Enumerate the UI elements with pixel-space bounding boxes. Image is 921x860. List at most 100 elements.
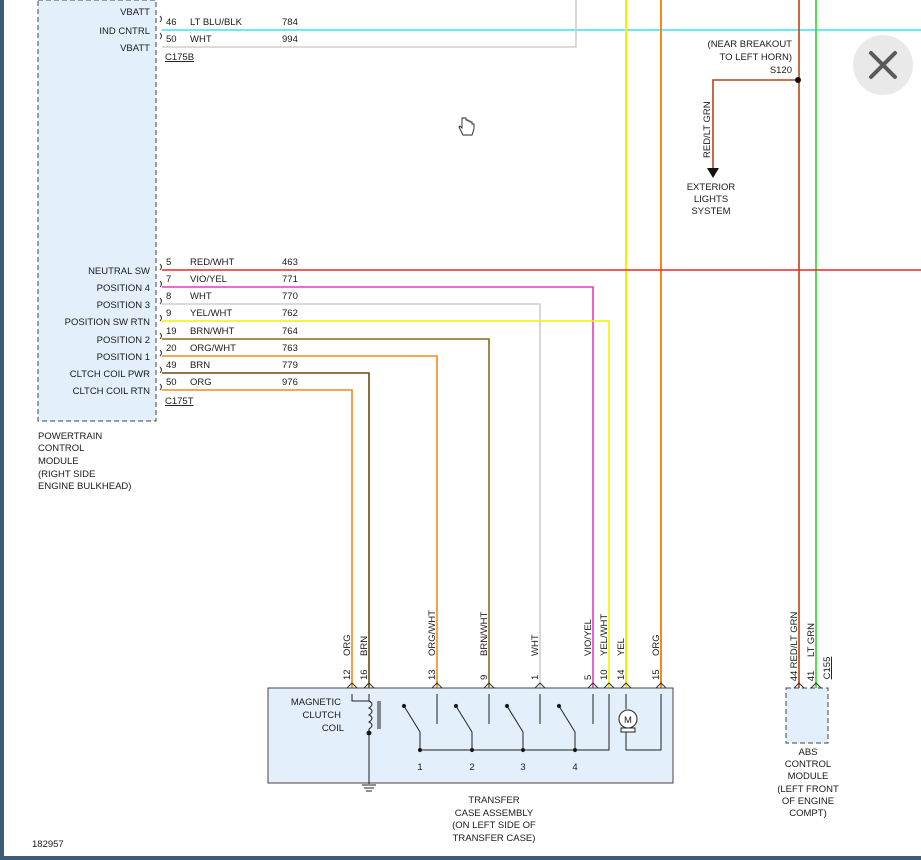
splice-note-line: TO LEFT HORN)	[720, 52, 793, 63]
wire-color-label: WHT	[190, 291, 212, 302]
pcm-pin-name: NEUTRAL SW	[88, 266, 150, 277]
tc-pin-number: 14	[616, 669, 627, 680]
svg-text:TRANSFER CASE): TRANSFER CASE)	[453, 833, 536, 844]
svg-text:MAGNETIC: MAGNETIC	[291, 697, 341, 708]
wire-color-label: LT BLU/BLK	[190, 17, 243, 28]
abs-module-box	[785, 687, 829, 744]
svg-text:1: 1	[417, 762, 422, 773]
tc-wire-label: BRN/WHT	[479, 611, 490, 656]
wire-wht-994	[162, 0, 577, 48]
splice-wire-label: RED/LT GRN	[702, 101, 713, 158]
pcm-pin-number: 50	[166, 34, 177, 45]
circuit-number: 763	[282, 343, 298, 354]
svg-text:CLUTCH: CLUTCH	[302, 710, 341, 721]
wire-color-label: WHT	[190, 34, 212, 45]
wire-color-label: ORG/WHT	[190, 343, 236, 354]
svg-text:ABS: ABS	[798, 747, 817, 758]
wire-color-label: BRN	[190, 360, 210, 371]
svg-text:(ON LEFT SIDE OF: (ON LEFT SIDE OF	[452, 820, 536, 831]
connector-c155: C155	[822, 657, 833, 680]
close-icon	[869, 51, 897, 79]
exterior-lights-label: LIGHTS	[694, 194, 728, 205]
pcm-pin-number: 50	[166, 377, 177, 388]
tc-pin-chevron	[431, 682, 443, 689]
wire-vio-yel	[162, 286, 594, 688]
svg-text:COMPT): COMPT)	[789, 808, 826, 819]
tc-pin-number: 10	[599, 669, 610, 680]
tc-pin-chevron	[587, 682, 599, 689]
motor-symbol: M	[624, 715, 632, 726]
svg-text:COIL: COIL	[322, 723, 344, 734]
pcm-caption-line: ENGINE BULKHEAD)	[38, 481, 131, 492]
tc-pin-chevron	[483, 682, 495, 689]
pcm-pin-name: IND CNTRL	[99, 26, 150, 37]
pcm-pin-name: POSITION 1	[97, 352, 150, 363]
abs-pin-number: 44	[789, 671, 800, 682]
pcm-pin-name: POSITION 4	[97, 283, 150, 294]
abs-wire-label: LT GRN	[806, 623, 817, 657]
pcm-pin-name: VBATT	[120, 7, 150, 18]
tc-pin-chevron	[655, 682, 667, 689]
wire-color-label: BRN/WHT	[190, 326, 235, 337]
tc-pin-chevron	[534, 682, 546, 689]
pcm-caption: POWERTRAIN CONTROL MODULE (RIGHT SIDE EN…	[38, 431, 131, 492]
tc-pin-chevron	[620, 682, 632, 689]
pcm-pin-number: 49	[166, 360, 177, 371]
wiring-diagram: VBATT IND CNTRL 46 LT BLU/BLK 784 VBATT …	[32, 0, 921, 850]
svg-text:(LEFT FRONT: (LEFT FRONT	[777, 784, 839, 795]
tc-pin-number: 15	[651, 669, 662, 680]
abs-connector: RED/LT GRN LT GRN 44 41 C155	[789, 612, 833, 689]
tc-pin-number: 5	[583, 675, 594, 680]
tc-pin-number: 16	[359, 669, 370, 680]
wire-org-wht	[162, 355, 438, 688]
pcm-wires	[162, 269, 921, 688]
circuit-number: 764	[282, 326, 298, 337]
circuit-number: 762	[282, 308, 298, 319]
tc-wire-label: ORG	[342, 634, 353, 656]
circuit-number: 994	[282, 34, 298, 45]
switch-numbers: 1 2 3 4	[417, 762, 577, 773]
pcm-pin-number: 9	[166, 308, 171, 319]
transfer-case-wire-labels: ORG12BRN16ORG/WHT13BRN/WHT9WHT1VIO/YEL5Y…	[342, 610, 667, 689]
wire-color-label: RED/WHT	[190, 257, 235, 268]
splice-annotations: (NEAR BREAKOUT TO LEFT HORN) S120 RED/LT…	[687, 39, 792, 217]
hand-cursor-icon	[458, 117, 475, 136]
svg-text:CASE ASSEMBLY: CASE ASSEMBLY	[455, 808, 534, 819]
tc-pin-number: 12	[342, 669, 353, 680]
pcm-caption-line: (RIGHT SIDE	[38, 469, 95, 480]
wire-brn	[162, 372, 370, 688]
svg-text:MODULE: MODULE	[788, 771, 829, 782]
splice-id: S120	[770, 65, 792, 76]
abs-caption: ABS CONTROL MODULE (LEFT FRONT OF ENGINE…	[777, 747, 839, 819]
pcm-pin-number: 5	[166, 257, 171, 268]
splice-note-line: (NEAR BREAKOUT	[708, 39, 793, 50]
tc-wire-label: BRN	[359, 636, 370, 656]
pcm-pin-number: 7	[166, 274, 171, 285]
pcm-pin-number: 20	[166, 343, 177, 354]
pcm-pin-name: POSITION 2	[97, 335, 150, 346]
circuit-number: 779	[282, 360, 298, 371]
tc-wire-label: ORG/WHT	[427, 610, 438, 656]
wire-exterior-lights	[712, 79, 797, 172]
tc-wire-label: ORG	[651, 634, 662, 656]
pcm-pin-name: POSITION SW RTN	[65, 317, 150, 328]
svg-text:TRANSFER: TRANSFER	[468, 795, 519, 806]
pcm-pin-name: VBATT	[120, 43, 150, 54]
connector-c175b: C175B	[165, 52, 194, 63]
circuit-number: 771	[282, 274, 298, 285]
wire-color-label: ORG	[190, 377, 212, 388]
tc-pin-chevron	[346, 682, 358, 689]
pcm-pin-number: 46	[166, 17, 177, 28]
wire-color-label: YEL/WHT	[190, 308, 232, 319]
tc-wire-label: WHT	[530, 634, 541, 656]
transfer-case-caption: TRANSFER CASE ASSEMBLY (ON LEFT SIDE OF …	[452, 795, 536, 844]
tc-pin-chevron	[603, 682, 615, 689]
pcm-pin-name: CLTCH COIL PWR	[70, 369, 150, 380]
pcm-module-box	[37, 0, 157, 422]
exterior-lights-label: EXTERIOR	[687, 182, 736, 193]
tc-pin-number: 9	[479, 675, 490, 680]
pcm-pin-number: 19	[166, 326, 177, 337]
exterior-lights-label: SYSTEM	[691, 206, 730, 217]
tc-pin-number: 13	[427, 669, 438, 680]
close-button[interactable]	[853, 35, 913, 95]
